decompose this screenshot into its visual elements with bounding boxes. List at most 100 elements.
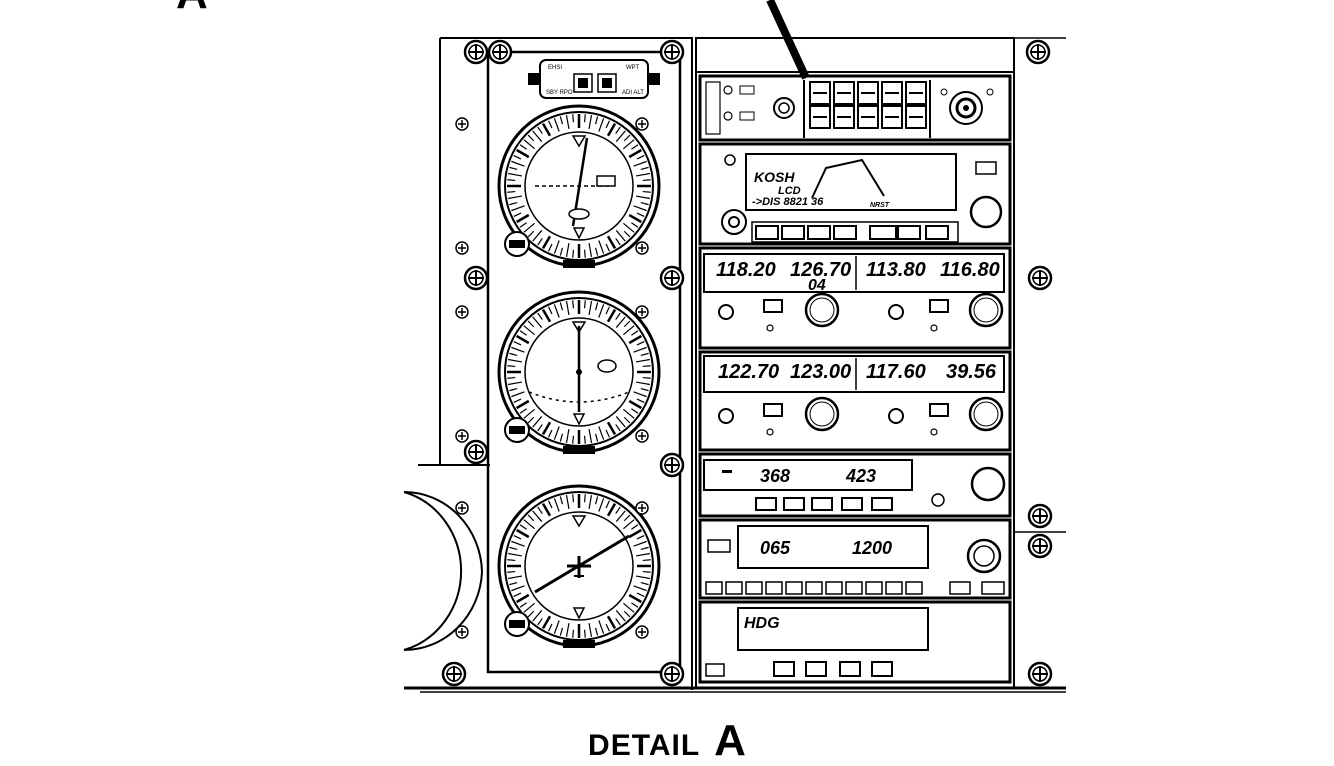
mounting-screw-icon: [455, 241, 469, 255]
transponder-digit-button[interactable]: [805, 581, 823, 595]
audio-selector-knob[interactable]: [949, 91, 983, 125]
nav-transfer-button[interactable]: [929, 403, 949, 417]
instrument-panel-drawing: A EHSI WPT SBY RPO ADI ALT: [176, 0, 1066, 693]
mounting-screw-icon: [635, 625, 649, 639]
com1-active-freq: 118.20: [716, 259, 776, 281]
screw-icon: [1027, 265, 1053, 291]
adf-standby-freq: 423: [845, 466, 876, 486]
com2-active-freq: 122.70: [718, 361, 779, 383]
transponder-digit-button[interactable]: [885, 581, 903, 595]
transponder-knob[interactable]: [966, 538, 1002, 574]
screw-icon: [1027, 661, 1053, 687]
adf-mode-button[interactable]: [783, 497, 805, 511]
transponder-digit-button[interactable]: [745, 581, 763, 595]
screw-icon: [659, 661, 685, 687]
adf-mode-button[interactable]: [871, 497, 893, 511]
audio-panel: [705, 80, 994, 138]
gps-function-button[interactable]: [833, 225, 857, 240]
compass-rose-icon: [507, 114, 651, 258]
aircraft-symbol-icon: [567, 556, 591, 578]
gps-function-button[interactable]: [869, 225, 897, 240]
gauge-adjust-knob[interactable]: [504, 231, 530, 257]
screw-icon: [463, 439, 489, 465]
adf-unit: 368 423: [703, 459, 1006, 511]
nav1-active-freq: 113.80: [866, 259, 926, 281]
gps-line-2: LCD: [778, 185, 801, 197]
gauge-adjust-knob[interactable]: [504, 611, 530, 637]
comm-nav-radio-2: 122.70 123.00 117.60 39.56: [703, 355, 1005, 393]
gps-left-knob[interactable]: [721, 209, 747, 235]
selector-label-sby: SBY RPO: [546, 90, 573, 96]
adf-mode-button[interactable]: [841, 497, 863, 511]
mounting-screw-icon: [635, 305, 649, 319]
autopilot-unit: HDG: [705, 607, 929, 677]
transponder-digit-button[interactable]: [865, 581, 883, 595]
screw-icon: [659, 39, 685, 65]
screw-icon: [463, 265, 489, 291]
transponder-digit-button[interactable]: [785, 581, 803, 595]
gps-line-1: KOSH: [754, 169, 795, 185]
transponder-digit-button[interactable]: [825, 581, 843, 595]
com2-standby-freq: 123.00: [790, 361, 851, 383]
gps-right-knob[interactable]: [969, 195, 1003, 229]
autopilot-mode-button[interactable]: [839, 661, 861, 677]
mounting-screw-icon: [455, 117, 469, 131]
transponder-digit-button[interactable]: [845, 581, 863, 595]
avionics-stack: [695, 37, 1066, 689]
transponder-ident-button[interactable]: [949, 581, 971, 595]
heading-gauge: [497, 484, 661, 648]
indicator-lamp-icon: [766, 324, 774, 332]
nav-transfer-button[interactable]: [929, 299, 949, 313]
com-tuning-knob[interactable]: [804, 396, 840, 432]
gauge-adjust-knob[interactable]: [504, 417, 530, 443]
com-tuning-knob[interactable]: [804, 292, 840, 328]
gps-function-button[interactable]: [755, 225, 779, 240]
gps-unit: KOSH LCD ->DIS 8821 36 NRST: [721, 153, 1003, 243]
autopilot-mode-button[interactable]: [773, 661, 795, 677]
indicator-lamp-icon: [930, 428, 938, 436]
autopilot-mode-button[interactable]: [805, 661, 827, 677]
adf-knob[interactable]: [970, 466, 1006, 502]
transponder-digit-button[interactable]: [765, 581, 783, 595]
screw-icon: [463, 39, 489, 65]
adf-mode-button[interactable]: [755, 497, 777, 511]
mounting-screw-icon: [455, 305, 469, 319]
gps-function-button[interactable]: [897, 225, 921, 240]
caption-letter: A: [714, 716, 746, 765]
adf-mode-button[interactable]: [811, 497, 833, 511]
com-transfer-button[interactable]: [763, 403, 783, 417]
caption-word: DETAIL: [588, 729, 701, 762]
autopilot-mode: HDG: [744, 615, 780, 632]
com-volume-knob[interactable]: [718, 304, 734, 320]
transponder-digit-button[interactable]: [905, 581, 923, 595]
com-volume-knob[interactable]: [718, 408, 734, 424]
nav-tuning-knob[interactable]: [968, 396, 1004, 432]
com1-channel: 04: [808, 277, 826, 294]
nav-volume-knob[interactable]: [888, 408, 904, 424]
transponder-digit-button[interactable]: [725, 581, 743, 595]
indicator-lamp-icon: [930, 324, 938, 332]
gps-function-button[interactable]: [925, 225, 949, 240]
gps-function-button[interactable]: [781, 225, 805, 240]
nav-volume-knob[interactable]: [888, 304, 904, 320]
com-transfer-button[interactable]: [763, 299, 783, 313]
transponder-vfr-button[interactable]: [981, 581, 1005, 595]
figure-caption: DETAIL A: [0, 716, 1334, 766]
autopilot-mode-button[interactable]: [871, 661, 893, 677]
audio-volume-knob[interactable]: [773, 97, 795, 119]
transponder-unit: 065 1200: [705, 525, 1005, 595]
hsi-gauge: [497, 104, 661, 268]
mounting-screw-icon: [635, 501, 649, 515]
screw-icon: [659, 452, 685, 478]
nav-tuning-knob[interactable]: [968, 292, 1004, 328]
mounting-screw-icon: [455, 501, 469, 515]
gps-button-bezel: [751, 221, 959, 243]
transponder-digit-button[interactable]: [705, 581, 723, 595]
display-selector-switch[interactable]: EHSI WPT SBY RPO ADI ALT: [528, 59, 660, 99]
selector-label-ehsi: EHSI: [548, 65, 562, 71]
screw-icon: [487, 39, 513, 65]
screw-icon: [1027, 533, 1053, 559]
transponder-left-value: 065: [760, 538, 791, 558]
compass-rose-icon: [507, 494, 651, 638]
gps-function-button[interactable]: [807, 225, 831, 240]
